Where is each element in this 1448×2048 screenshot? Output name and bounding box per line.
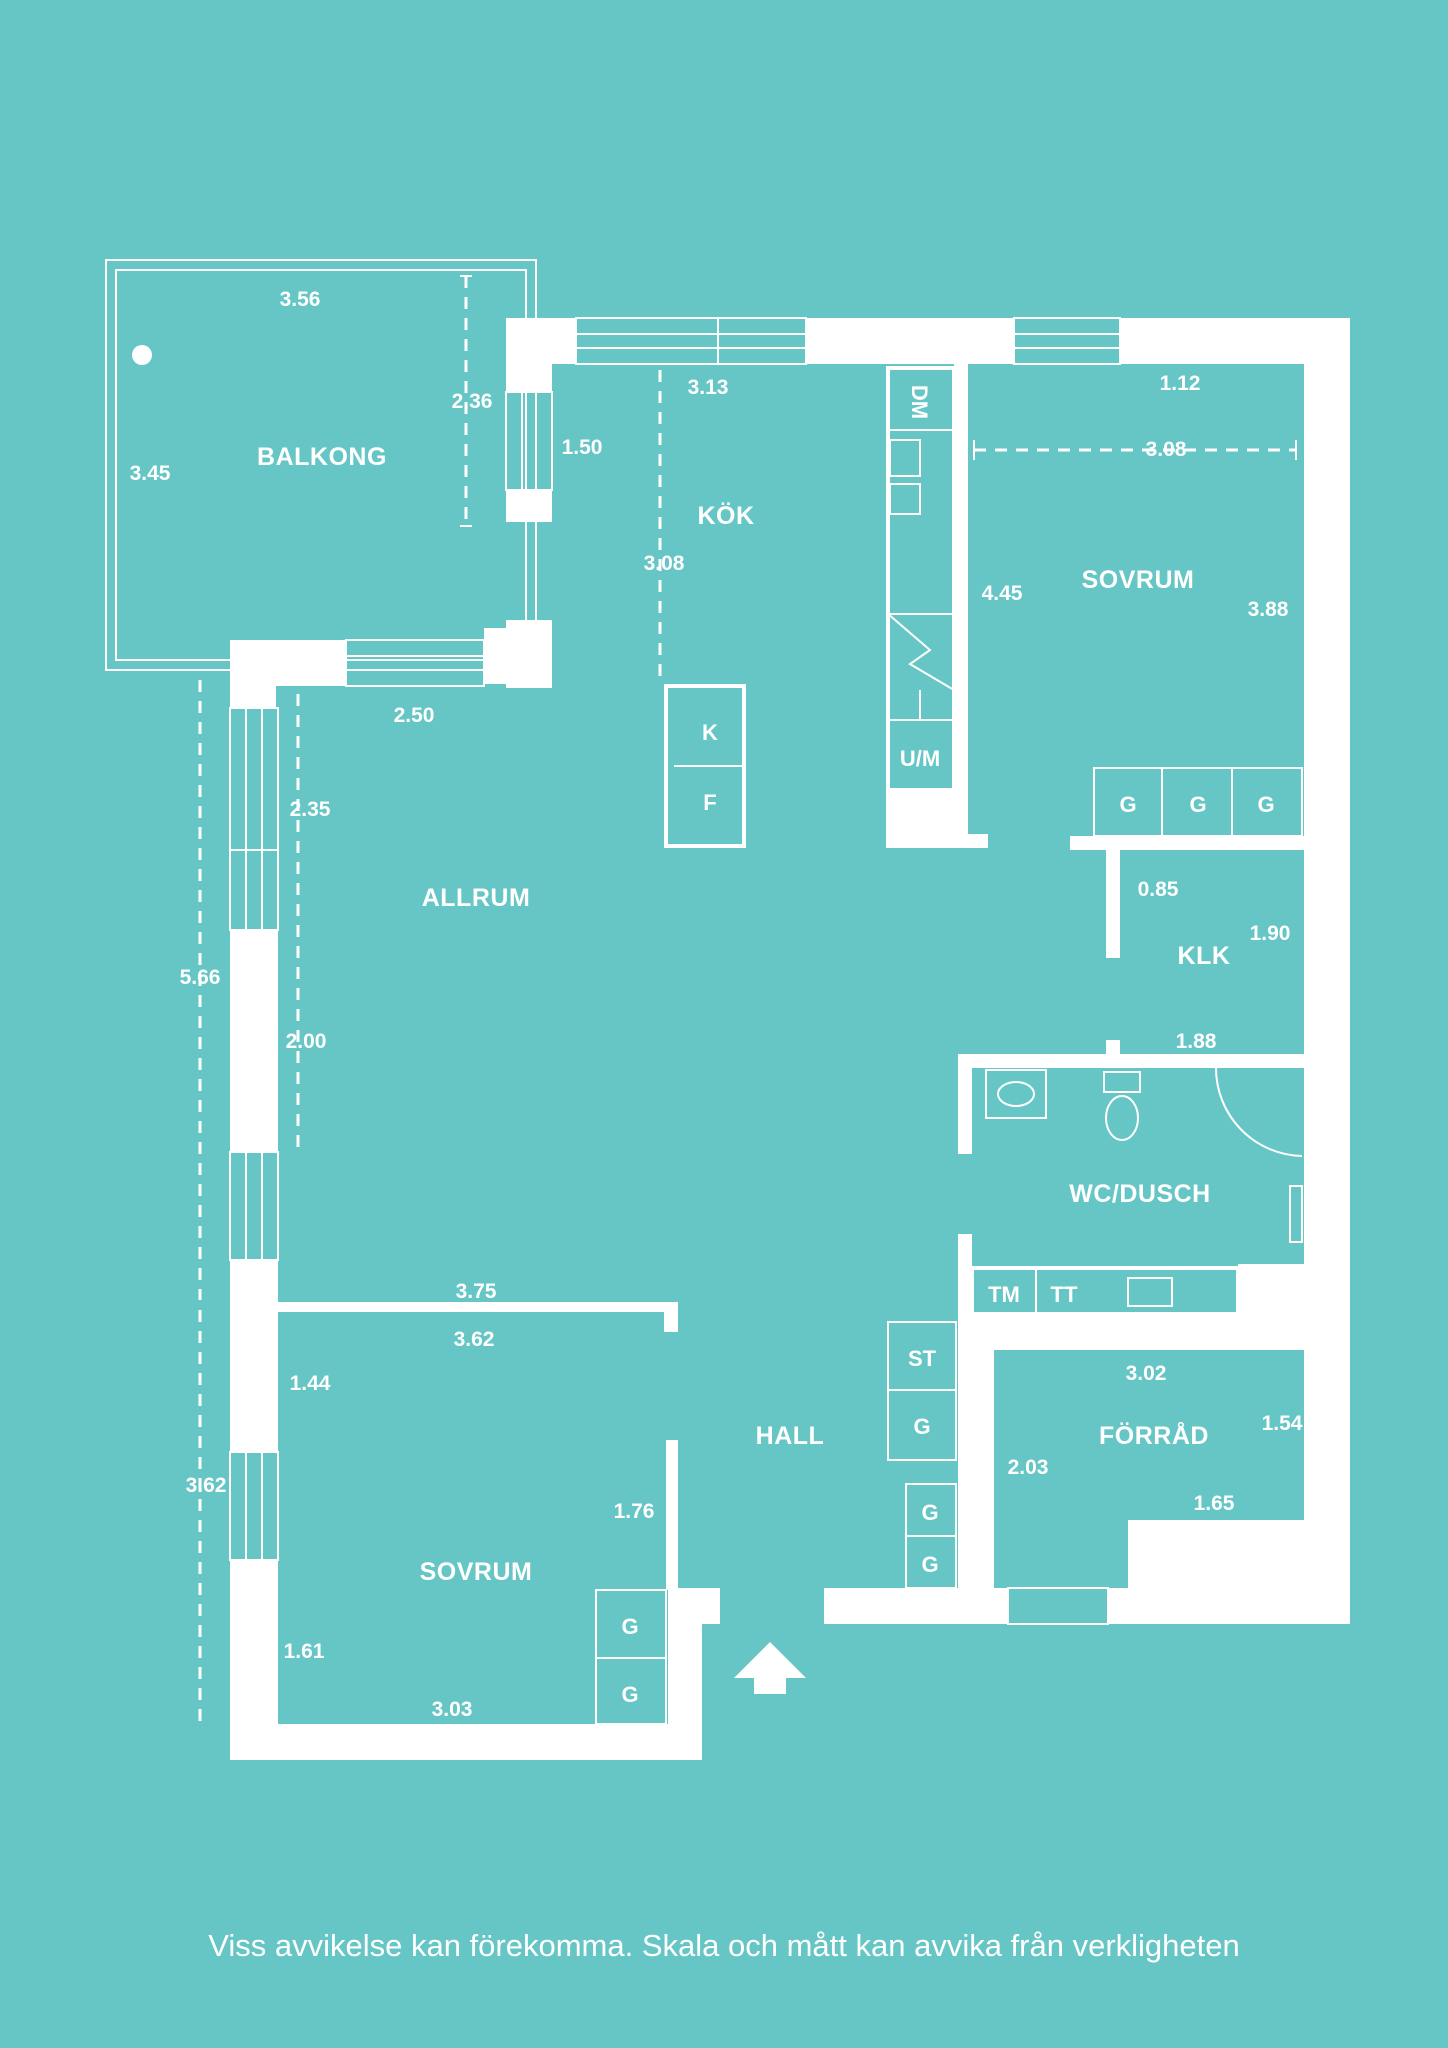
fixture-label-g-3: G [1257, 792, 1274, 817]
kitchen-counter [886, 366, 956, 792]
fixture-label-g-7: G [621, 1614, 638, 1639]
fixture-label-g-1: G [1119, 792, 1136, 817]
dim-balkong-width: 3.56 [280, 288, 321, 311]
room-label-hall: HALL [756, 1422, 825, 1450]
kitchen-island [664, 684, 746, 848]
room-label-forrad: FÖRRÅD [1099, 1421, 1209, 1450]
dim-klk-height: 1.90 [1250, 922, 1291, 945]
dim-forrad-top: 3.02 [1126, 1362, 1167, 1385]
dim-sovrum-2-bottom: 3.03 [432, 1698, 473, 1721]
dim-kok-depth: 3.08 [644, 552, 685, 575]
windows [229, 317, 1121, 1625]
fixture-label-f: F [703, 790, 716, 815]
fixture-label-k: K [702, 720, 718, 745]
dim-sovrum-2-total: 3.62 [186, 1474, 227, 1497]
room-label-allrum: ALLRUM [422, 884, 531, 912]
disclaimer-text: Viss avvikelse kan förekomma. Skala och … [208, 1928, 1240, 1963]
entrance-arrow-icon [734, 1642, 806, 1694]
dim-sovrum-1-width: 3.08 [1146, 438, 1187, 461]
walls [230, 318, 1350, 1760]
fixture-label-g-8: G [621, 1682, 638, 1707]
fixture-label-dm: DM [907, 385, 932, 419]
fixture-label-tm: TM [988, 1282, 1020, 1307]
dim-forrad-left: 2.03 [1008, 1456, 1049, 1479]
dim-klk-width: 0.85 [1138, 878, 1179, 901]
dim-sovrum-2-closet: 1.76 [614, 1500, 655, 1523]
dimension-lines [198, 275, 1297, 1724]
dim-sovrum-2-top-inner: 3.62 [454, 1328, 495, 1351]
room-label-sovrum-2: SOVRUM [420, 1558, 533, 1586]
dim-sovrum-2-left-lower: 1.61 [284, 1640, 325, 1663]
bathroom-fixtures [970, 1067, 1303, 1316]
dim-sovrum-1-top: 1.12 [1160, 372, 1201, 395]
dim-balkong-door: 2.36 [452, 390, 493, 413]
dim-sovrum-2-top-outer: 3.75 [456, 1280, 497, 1303]
fixture-label-g-5: G [921, 1500, 938, 1525]
dim-allrum-total: 5.66 [180, 966, 221, 989]
dim-forrad-right: 1.54 [1262, 1412, 1303, 1435]
room-label-kok: KÖK [697, 501, 754, 530]
room-label-balkong: BALKONG [257, 443, 387, 471]
fixture-label-g-2: G [1189, 792, 1206, 817]
dim-forrad-bottom: 1.65 [1194, 1492, 1235, 1515]
fixture-label-g-6: G [921, 1552, 938, 1577]
dim-kok-width: 3.13 [688, 376, 729, 399]
dim-balkong-height: 3.45 [130, 462, 171, 485]
dim-allrum-window-1: 2.35 [290, 798, 331, 821]
fixture-label-st: ST [908, 1346, 937, 1371]
dim-sovrum-1-left: 4.45 [982, 582, 1023, 605]
fixture-label-um: U/M [900, 746, 940, 771]
room-label-klk: KLK [1178, 942, 1231, 970]
fixture-label-tt: TT [1051, 1282, 1078, 1307]
hall-closets [887, 1321, 957, 1589]
sovrum-2-closets [595, 1589, 667, 1725]
dim-allrum-top: 2.50 [394, 704, 435, 727]
room-label-sovrum-1: SOVRUM [1082, 566, 1195, 594]
fixture-label-g-4: G [913, 1414, 930, 1439]
dim-sovrum-1-right: 3.88 [1248, 598, 1289, 621]
dim-kok-opening: 1.50 [562, 436, 603, 459]
dim-allrum-window-2: 2.00 [286, 1030, 327, 1053]
dim-sovrum-2-left-upper: 1.44 [290, 1372, 331, 1395]
dim-wc-width: 1.88 [1176, 1030, 1217, 1053]
room-label-wc-dusch: WC/DUSCH [1069, 1180, 1211, 1208]
sovrum-closets [1093, 767, 1303, 837]
